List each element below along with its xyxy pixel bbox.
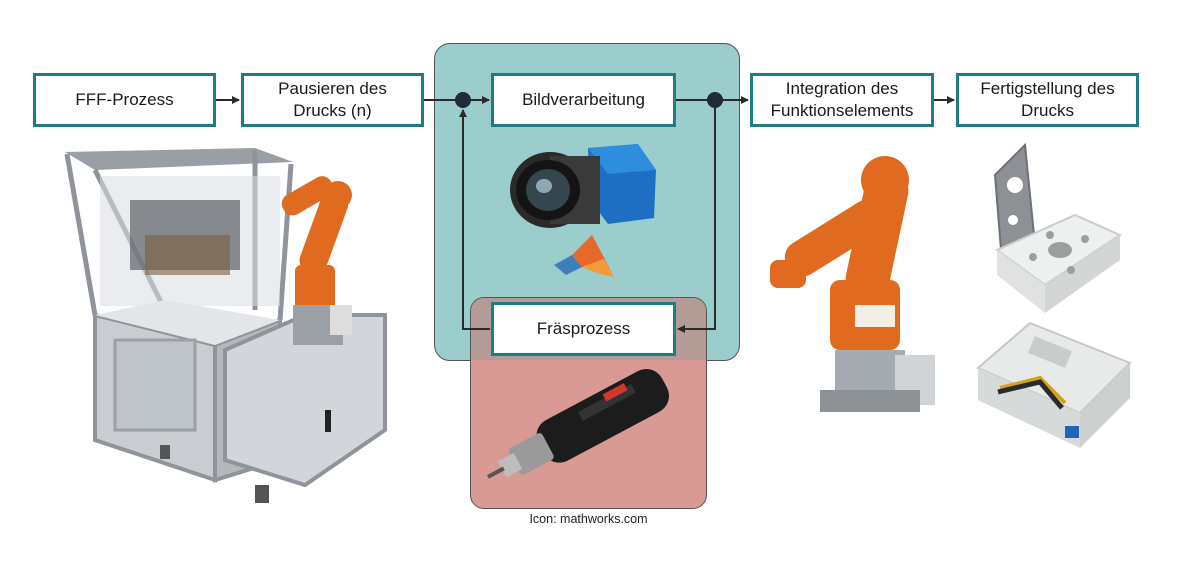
- box-fff-prozess: FFF-Prozess: [33, 73, 216, 127]
- box-fertigstellung: Fertigstellung des Drucks: [956, 73, 1139, 127]
- box-bildverarbeitung: Bildverarbeitung: [491, 73, 676, 127]
- box-fertig-label: Fertigstellung des Drucks: [980, 79, 1115, 120]
- icon-source-caption: Icon: mathworks.com: [529, 512, 648, 526]
- junction-node-left: [455, 92, 471, 108]
- milling-spindle-photo: [486, 369, 669, 479]
- printed-bracket-photo: [993, 142, 1123, 313]
- box-fraesprozess: Fräsprozess: [491, 302, 676, 356]
- printed-housing-photo: [976, 321, 1132, 448]
- box-bild-label: Bildverarbeitung: [522, 90, 645, 109]
- camera-icon: [510, 144, 656, 228]
- box-pause-label: Pausieren des Drucks (n): [278, 79, 387, 120]
- arrow-to-fraes: [677, 100, 716, 333]
- box-integration: Integration des Funktionselements: [750, 73, 934, 127]
- box-pausieren: Pausieren des Drucks (n): [241, 73, 424, 127]
- box-fraes-label: Fräsprozess: [536, 319, 631, 338]
- box-integration-label: Integration des Funktionselements: [770, 79, 914, 120]
- robot-cell-photo: [64, 148, 387, 503]
- arrow-fraes-loop-back: [459, 109, 490, 330]
- junction-node-right: [707, 92, 723, 108]
- box-fff-label: FFF-Prozess: [75, 90, 174, 109]
- matlab-logo-icon: [554, 235, 614, 277]
- robot-arm-photo: [770, 156, 935, 412]
